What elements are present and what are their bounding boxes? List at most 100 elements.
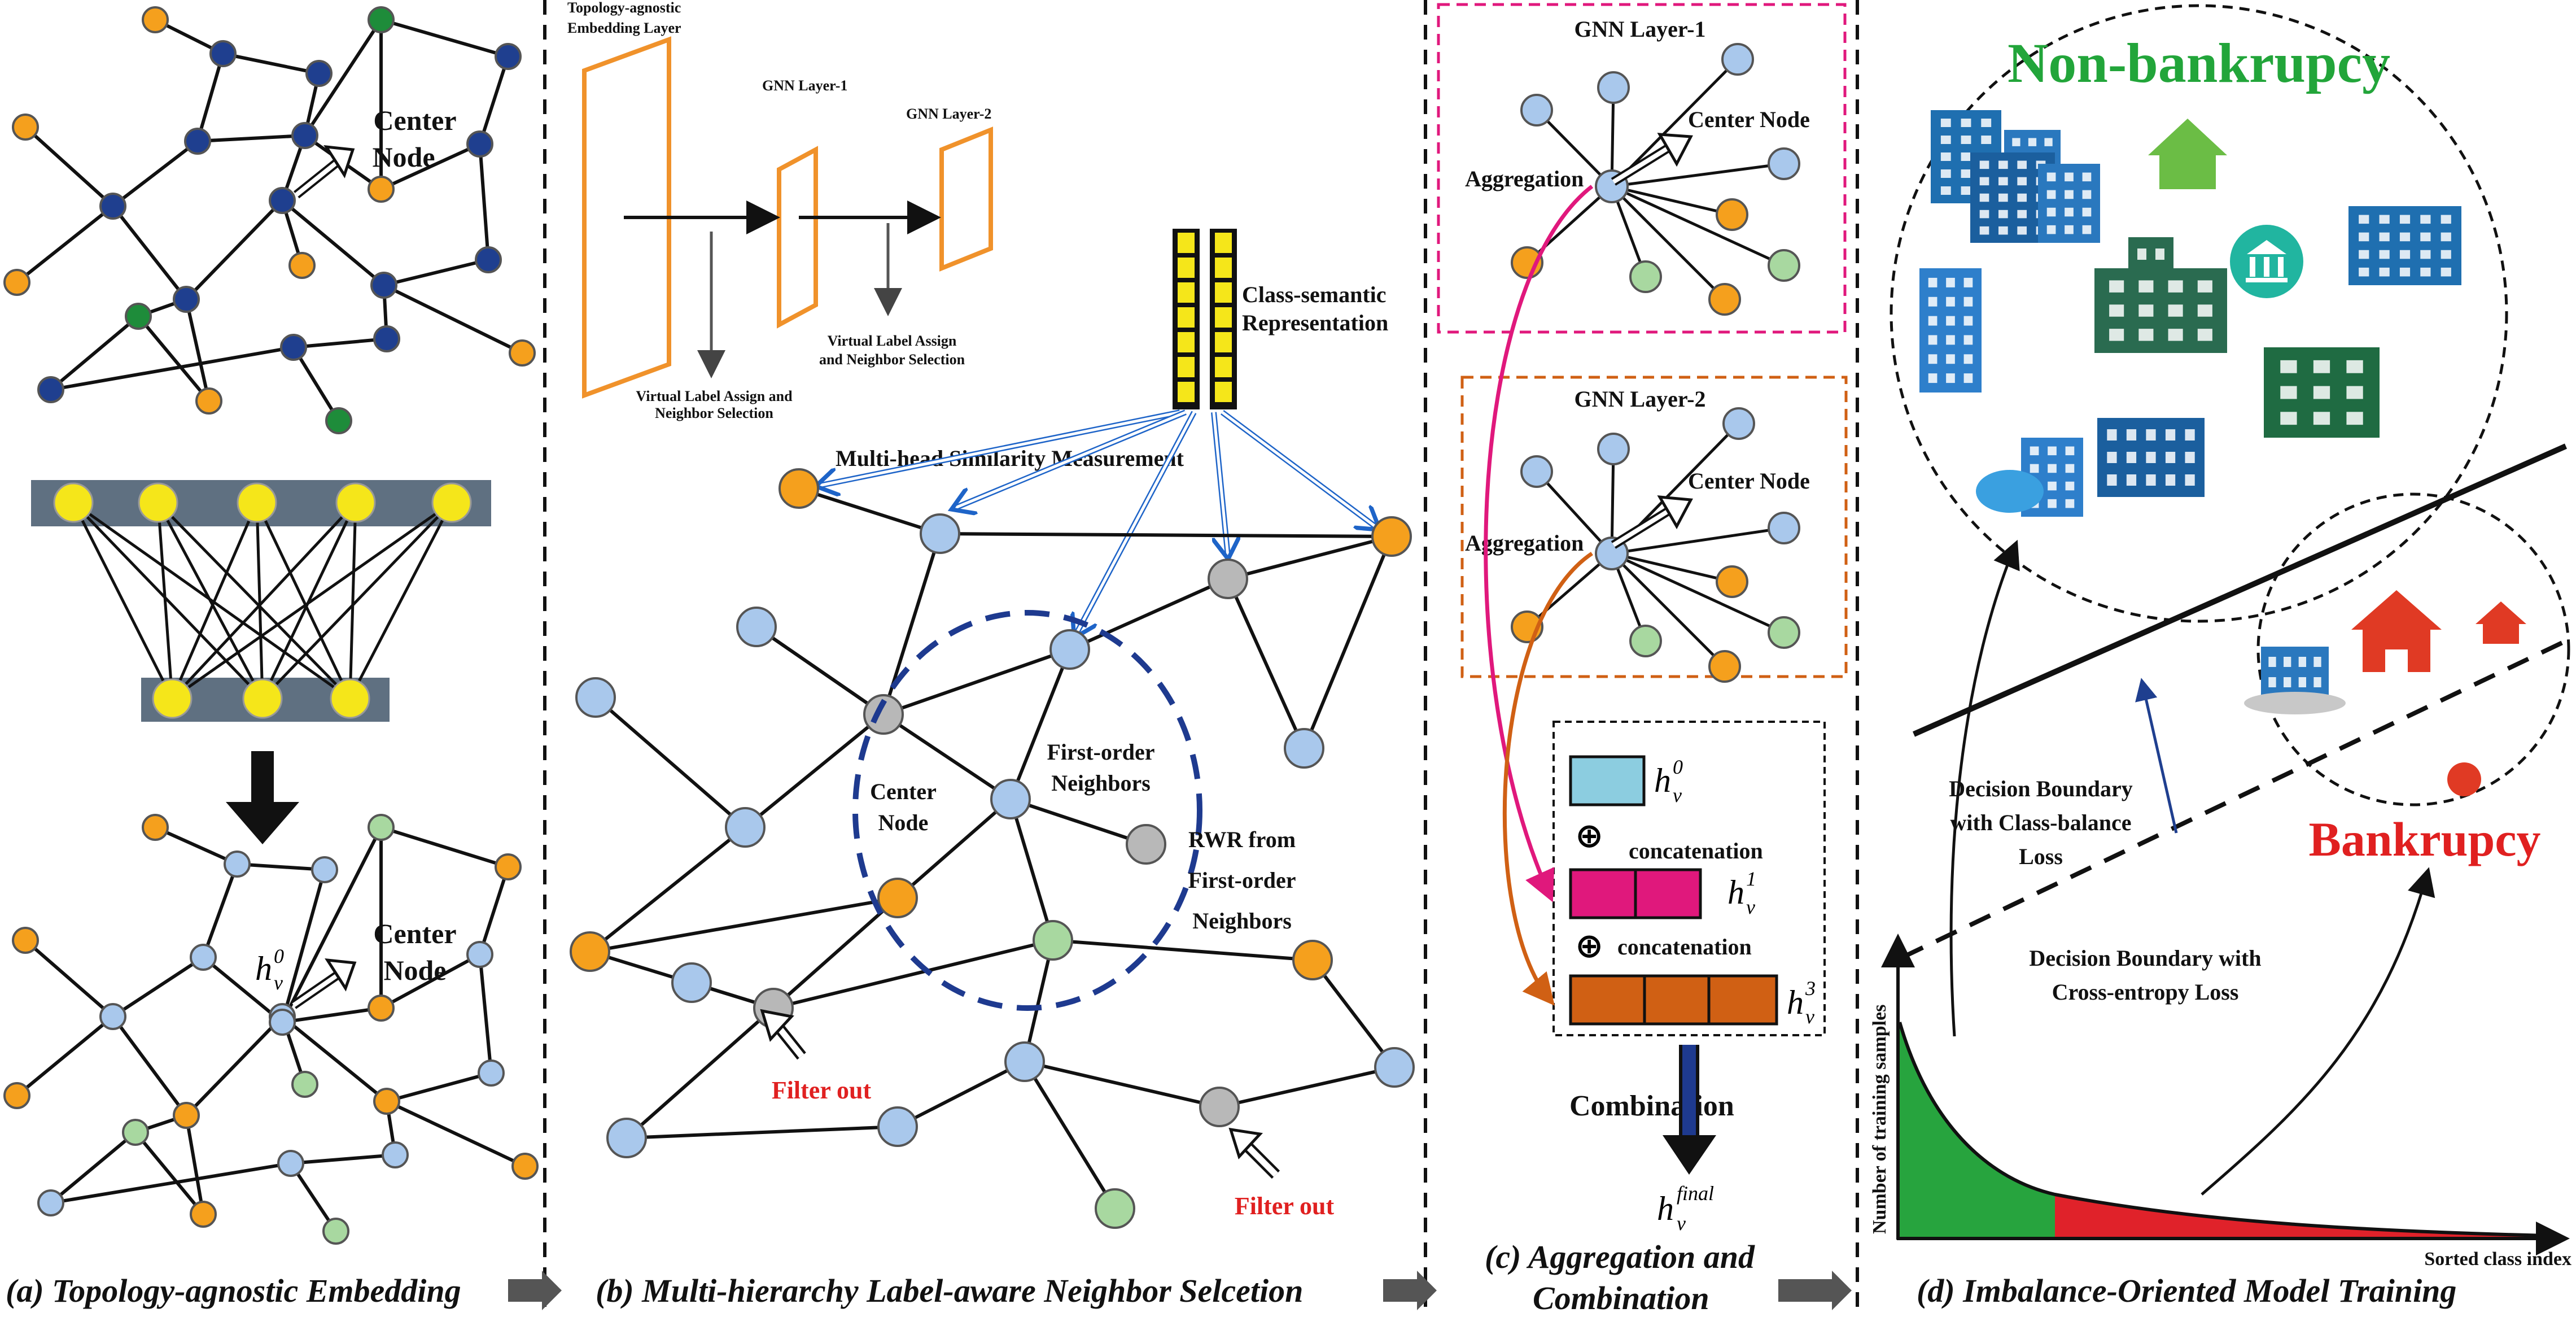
- svg-text:Filter out: Filter out: [1235, 1192, 1335, 1220]
- bipartite-edge: [156, 501, 264, 700]
- building-icon: [1919, 268, 1982, 393]
- graph-a-top-edge: [185, 299, 211, 402]
- graph-a-bottom-edge: [154, 826, 238, 866]
- graph-b-edge: [589, 896, 898, 953]
- star-leaf-node: [1520, 455, 1553, 488]
- cloud-icon: [1976, 470, 2044, 513]
- bankruptcy-title: Bankrupcy: [2308, 812, 2540, 866]
- star-leaf-node: [1629, 260, 1662, 293]
- semantic-cell: [1215, 332, 1232, 352]
- graph-b-edge: [939, 532, 1392, 538]
- building-icon: [2128, 237, 2173, 271]
- svg-text:Neighbors: Neighbors: [1051, 770, 1151, 796]
- h1-label: h 1 v: [1727, 867, 1756, 918]
- cross-entropy-boundary: [1901, 639, 2567, 960]
- graph-a-top-node: [125, 303, 152, 330]
- svg-text:Decision Boundary: Decision Boundary: [1949, 776, 2133, 801]
- graph-b-node: [1126, 824, 1166, 865]
- graph-b-edge: [1010, 797, 1147, 846]
- svg-text:Center: Center: [373, 104, 456, 136]
- svg-text:Topology-agnostic: Topology-agnostic: [567, 0, 681, 16]
- layer2-to-h3-arrow: [1502, 552, 1593, 1006]
- svg-text:v: v: [274, 971, 283, 994]
- svg-text:0: 0: [1673, 756, 1683, 778]
- graph-b-node: [863, 694, 904, 735]
- filter-out-arrow-1: [760, 1009, 806, 1060]
- graph-b-node: [1374, 1047, 1415, 1088]
- graph-b-node: [1199, 1087, 1240, 1127]
- semantic-cell: [1178, 382, 1195, 402]
- layer1-to-h1-arrow: [1484, 185, 1594, 902]
- svg-text:Embedding Layer: Embedding Layer: [567, 20, 681, 36]
- svg-text:v: v: [1805, 1005, 1814, 1028]
- h3-vector: [1569, 974, 1778, 1026]
- svg-text:Center Node: Center Node: [1688, 107, 1810, 132]
- star-leaf-node: [1629, 625, 1662, 657]
- graph-b-node: [920, 513, 960, 554]
- graph-a-top-edge: [50, 315, 139, 391]
- bankruptcy-circle: [2256, 492, 2570, 806]
- graph-a-top-edge: [303, 19, 383, 137]
- graph-b-node: [606, 1118, 647, 1158]
- graph-a-top-edge: [478, 143, 490, 260]
- svg-text:Decision Boundary with: Decision Boundary with: [2029, 945, 2261, 971]
- panel-a: Center Node h 0 v Center Node: [3, 6, 539, 1245]
- svg-text:Center Node: Center Node: [1688, 468, 1810, 494]
- house-icon: [2148, 119, 2227, 189]
- svg-text:Neighbors: Neighbors: [1192, 908, 1292, 934]
- graph-b-edge: [1069, 577, 1229, 651]
- svg-text:Virtual Label Assign and: Virtual Label Assign and: [636, 388, 793, 404]
- graph-b-edge: [1052, 939, 1313, 962]
- svg-text:⊕: ⊕: [1575, 926, 1603, 966]
- graph-b-edge: [1009, 799, 1055, 941]
- svg-text:Neighbor Selection: Neighbor Selection: [655, 405, 773, 421]
- open-arrow-c1: [1611, 133, 1693, 186]
- bipartite-edge: [255, 501, 352, 700]
- long-tail-chart: Number of training samples Sorted class …: [1869, 934, 2571, 1270]
- star-leaf-node: [1768, 616, 1800, 649]
- graph-a-bottom-node: [277, 1150, 304, 1177]
- graph-a-bottom-node: [3, 1082, 30, 1109]
- svg-text:3: 3: [1805, 977, 1816, 1000]
- red-to-bank-arrow: [2201, 867, 2435, 1196]
- bipartite-edge: [170, 502, 259, 699]
- svg-text:with Class-balance: with Class-balance: [1950, 810, 2131, 835]
- similarity-arrows: [819, 409, 1377, 635]
- h0-label-a: h 0 v: [255, 945, 284, 994]
- center-node-label-top: Center Node: [372, 104, 456, 173]
- house-icon: [2476, 601, 2526, 644]
- graph-a-top-node: [305, 60, 333, 87]
- star-leaf-node: [1708, 650, 1741, 683]
- graph-a-bottom-edge: [24, 939, 114, 1018]
- bipartite-edge: [261, 501, 453, 700]
- graph-a-bottom-edge: [282, 1006, 382, 1024]
- graph-a-bottom-node: [478, 1059, 505, 1087]
- bipartite-edge: [72, 501, 174, 700]
- graph-a-bottom-edge: [478, 866, 510, 955]
- graph-a-top-node: [184, 128, 211, 155]
- svg-text:v: v: [1677, 1212, 1686, 1235]
- non-bankruptcy-circle: [1890, 4, 2508, 623]
- graph-b-node: [1208, 559, 1248, 599]
- bipartite-node: [138, 482, 178, 523]
- down-arrow: [226, 751, 299, 844]
- semantic-cell: [1178, 307, 1195, 328]
- svg-text:First-order: First-order: [1188, 867, 1296, 893]
- graph-a-bottom-edge: [281, 1015, 388, 1103]
- svg-text:Combination: Combination: [1569, 1090, 1734, 1122]
- svg-text:GNN Layer-1: GNN Layer-1: [1575, 16, 1706, 42]
- class-balance-boundary: [1912, 443, 2568, 737]
- svg-text:Sorted class index: Sorted class index: [2424, 1249, 2571, 1270]
- graph-b-edge: [1226, 578, 1306, 749]
- graph-b-edge: [626, 1125, 898, 1140]
- graph-b-edge: [755, 625, 885, 716]
- graph-b-edge: [1023, 940, 1055, 1062]
- svg-text:Representation: Representation: [1242, 310, 1388, 335]
- graph-a-top-node: [12, 114, 39, 141]
- graph-b-edge: [589, 826, 746, 953]
- graph-a-top-node: [495, 43, 522, 70]
- graph-a-top-edge: [293, 337, 387, 349]
- h3-label: h 3 v: [1787, 977, 1816, 1028]
- graph-b-edge: [1219, 1066, 1395, 1109]
- svg-text:h: h: [1727, 874, 1744, 911]
